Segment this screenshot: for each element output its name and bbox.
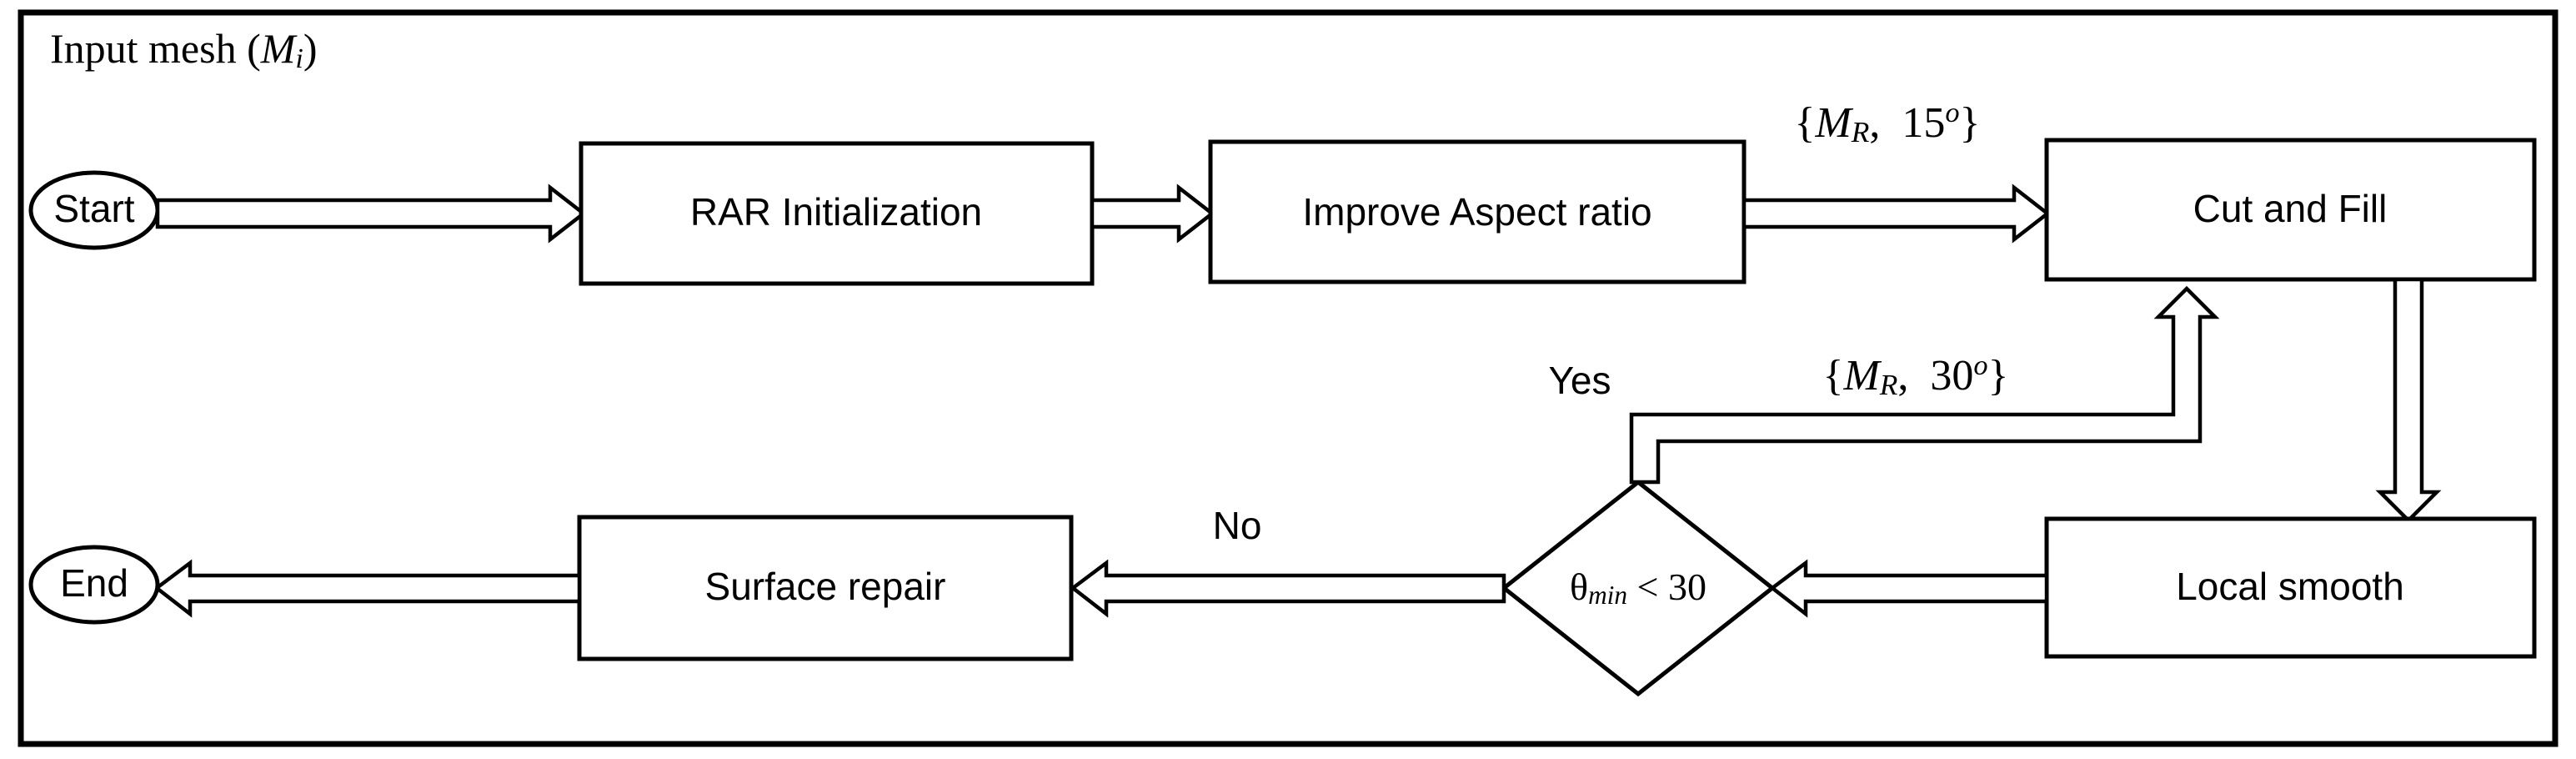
node-improve-ar-shape[interactable] — [1208, 139, 1747, 284]
node-start-label: Start — [53, 187, 134, 230]
edge-label-no: No — [1213, 504, 1262, 547]
edge-start-to-rar-init[interactable] — [155, 183, 587, 244]
edge-label-mr-30: {MR, 30o} — [1822, 349, 2008, 401]
node-improve-ar-label: Improve Aspect ratio — [1302, 190, 1651, 234]
edge-label-mr-15: {MR, 15o} — [1794, 97, 1980, 148]
node-decision-label: θmin < 30 — [1570, 565, 1706, 610]
node-rar-init-shape[interactable] — [579, 141, 1095, 286]
node-cut-fill-label: Cut and Fill — [2193, 187, 2388, 230]
edge-improve-ar-to-cut-fill[interactable] — [1742, 183, 2051, 244]
node-local-smooth-shape[interactable] — [2044, 516, 2537, 659]
edge-surface-repair-to-end[interactable] — [153, 559, 582, 618]
node-local-smooth-label: Local smooth — [2176, 565, 2404, 608]
edge-decision-yes-to-cut-fill[interactable] — [1629, 285, 2220, 485]
node-end-label: End — [60, 561, 128, 605]
node-end-shape[interactable] — [28, 545, 160, 625]
edge-label-yes: Yes — [1548, 359, 1611, 402]
node-decision-shape[interactable] — [1500, 479, 1777, 697]
node-cut-fill-shape[interactable] — [2044, 138, 2537, 282]
edge-cut-fill-to-local-smooth[interactable] — [2375, 277, 2442, 524]
node-surface-repair-label: Surface repair — [705, 565, 946, 608]
diagram-border — [18, 9, 2558, 747]
edge-decision-no-to-surface-repair[interactable] — [1070, 559, 1506, 618]
edge-local-smooth-to-decision[interactable] — [1769, 559, 2049, 618]
node-surface-repair-shape[interactable] — [577, 515, 1074, 661]
edge-rar-init-to-improve-ar[interactable] — [1090, 183, 1215, 244]
node-rar-init-label: RAR Initialization — [690, 190, 982, 234]
input-mesh-caption: Input mesh (Mi) — [50, 25, 318, 74]
